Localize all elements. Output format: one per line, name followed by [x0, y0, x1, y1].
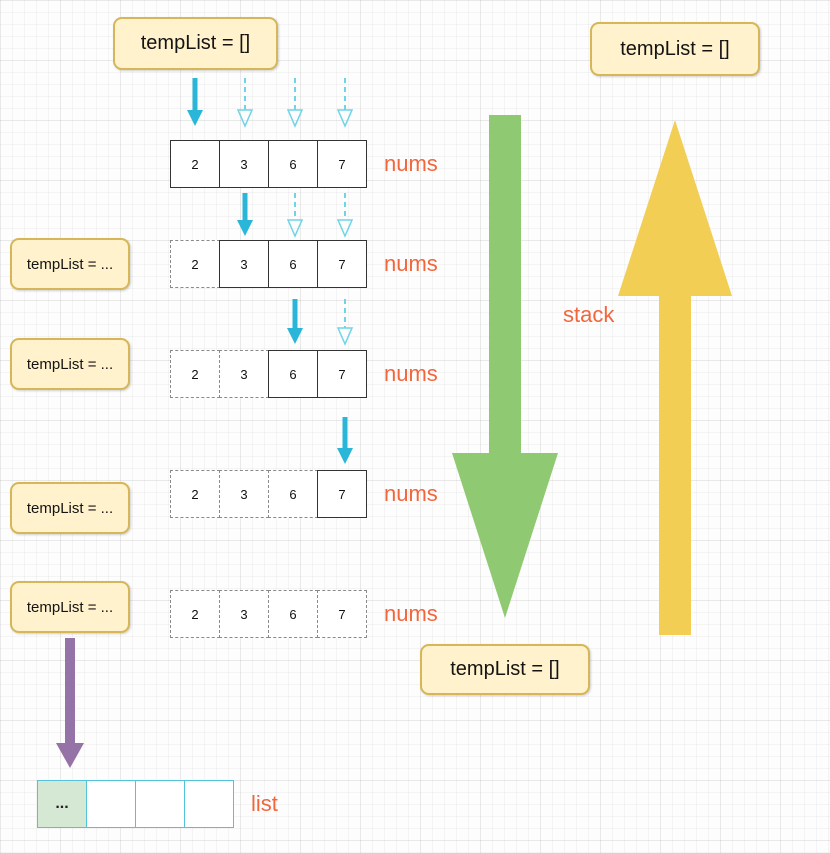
array-cell: 6 — [268, 590, 318, 638]
array-cell: 3 — [219, 350, 269, 398]
templist-box-top-right: tempList = [] — [590, 22, 760, 76]
green-arrow-shape — [452, 115, 558, 618]
nums-label: nums — [384, 361, 438, 386]
array-cell: 2 — [170, 140, 220, 188]
array-cell: 3 — [219, 140, 269, 188]
purple-arrow-shape — [56, 638, 84, 768]
nums-array-row-4: 2 3 6 7 nums — [170, 470, 438, 518]
list-cell — [135, 780, 185, 828]
result-down-arrow-icon — [56, 638, 84, 768]
templist-box-side-4: tempList = ... — [10, 581, 130, 633]
nums-label: nums — [384, 151, 438, 176]
templist-box-top-left: tempList = [] — [113, 17, 278, 70]
array-cell: 6 — [268, 470, 318, 518]
nums-array-row-1: 2 3 6 7 nums — [170, 140, 438, 188]
array-cell: 3 — [219, 240, 269, 288]
nums-array-row-3: 2 3 6 7 nums — [170, 350, 438, 398]
dashed-down-arrow-icon — [286, 193, 304, 238]
array-cell: 2 — [170, 350, 220, 398]
array-cell: 2 — [170, 590, 220, 638]
nums-label: nums — [384, 251, 438, 276]
array-cell: 6 — [268, 240, 318, 288]
list-cell — [184, 780, 234, 828]
nums-array-row-5: 2 3 6 7 nums — [170, 590, 438, 638]
array-cell: 2 — [170, 240, 220, 288]
down-arrow-icon — [237, 193, 253, 236]
down-arrow-icon — [287, 299, 303, 344]
result-list-row: ... list — [37, 780, 278, 828]
down-arrow-icon — [337, 417, 353, 464]
array-cell: 7 — [317, 140, 367, 188]
dashed-down-arrow-icon — [286, 78, 304, 128]
array-cell: 6 — [268, 140, 318, 188]
list-label: list — [251, 791, 278, 816]
dashed-down-arrow-icon — [336, 193, 354, 238]
array-cell: 3 — [219, 470, 269, 518]
nums-label: nums — [384, 481, 438, 506]
templist-box-side-1: tempList = ... — [10, 238, 130, 290]
array-cell: 7 — [317, 590, 367, 638]
nums-label: nums — [384, 601, 438, 626]
array-cell: 7 — [317, 240, 367, 288]
templist-box-side-2: tempList = ... — [10, 338, 130, 390]
array-cell: 7 — [317, 470, 367, 518]
nums-array-row-2: 2 3 6 7 nums — [170, 240, 438, 288]
list-cell: ... — [37, 780, 87, 828]
yellow-arrow-shape — [618, 120, 732, 635]
array-cell: 2 — [170, 470, 220, 518]
stack-return-up-arrow-icon — [618, 120, 732, 635]
array-cell: 7 — [317, 350, 367, 398]
stack-label: stack — [563, 302, 615, 327]
templist-box-side-3: tempList = ... — [10, 482, 130, 534]
dashed-down-arrow-icon — [336, 299, 354, 346]
array-cell: 3 — [219, 590, 269, 638]
templist-box-bottom-center: tempList = [] — [420, 644, 590, 695]
array-cell: 6 — [268, 350, 318, 398]
recursion-down-arrow-icon — [452, 115, 558, 618]
dashed-down-arrow-icon — [336, 78, 354, 128]
dashed-down-arrow-icon — [236, 78, 254, 128]
list-cell — [86, 780, 136, 828]
down-arrow-icon — [187, 78, 203, 126]
